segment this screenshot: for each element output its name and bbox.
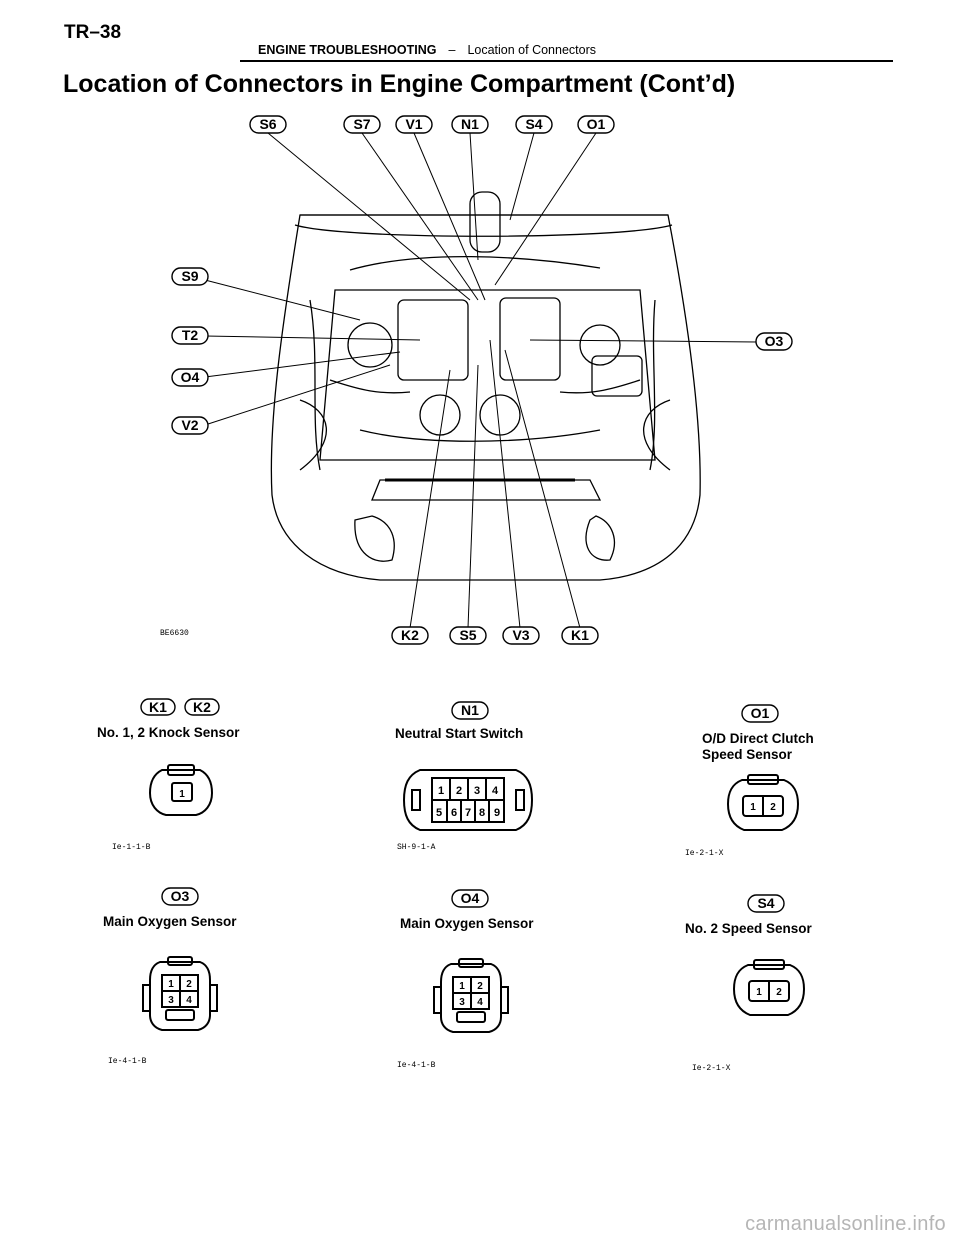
- connector-face: [148, 764, 214, 816]
- header-section: ENGINE TROUBLESHOOTING: [258, 43, 437, 57]
- figure-code: Ie-2-1-X: [692, 1064, 731, 1073]
- page-number: TR–38: [64, 22, 122, 43]
- header-subsection: Location of Connectors: [467, 43, 596, 57]
- pin-2: 2: [456, 785, 462, 797]
- pin-1: 1: [750, 802, 756, 813]
- connector-name: O/D Direct Clutch: [702, 731, 814, 746]
- pin-4: 4: [477, 997, 483, 1008]
- left-label-S9: S9: [171, 267, 209, 286]
- pin-2: 2: [770, 802, 776, 813]
- figure-code: Ie-2-1-X: [685, 849, 724, 858]
- pin-1: 1: [438, 785, 444, 797]
- connector-face: [402, 769, 534, 831]
- connector-code-k1: K1: [149, 699, 167, 715]
- label-V2-text: V2: [181, 417, 198, 433]
- label-O4-text: O4: [181, 369, 200, 385]
- label-S7-text: S7: [353, 116, 370, 132]
- connector-name: No. 2 Speed Sensor: [685, 921, 813, 936]
- pin-3: 3: [459, 997, 465, 1008]
- connector-n1: N1 Neutral Start Switch 1 2 3 4 5 6 7 8 …: [395, 701, 534, 852]
- label-V3-text: V3: [512, 627, 529, 643]
- connector-name: Neutral Start Switch: [395, 726, 523, 741]
- connector-face: [726, 774, 800, 831]
- left-label-V2: V2: [171, 416, 209, 435]
- bottom-label-K1: K1: [561, 626, 599, 645]
- label-N1-text: N1: [461, 116, 479, 132]
- connector-name-line2: Speed Sensor: [702, 747, 793, 762]
- figure-code: Ie-4-1-B: [108, 1057, 147, 1066]
- label-T2-text: T2: [182, 327, 199, 343]
- figure-code: Ie-1-1-B: [112, 843, 151, 852]
- top-label-S6: S6: [249, 115, 287, 134]
- label-O1-text: O1: [587, 116, 606, 132]
- connector-k1-k2: K1 K2 No. 1, 2 Knock Sensor 1 Ie-1-1-B: [97, 698, 240, 852]
- connector-o4: O4 Main Oxygen Sensor 1 2 3 4 Ie-4-1-B: [397, 889, 534, 1070]
- connector-code-o4: O4: [461, 890, 480, 906]
- left-label-O4: O4: [171, 368, 209, 387]
- connector-name: Main Oxygen Sensor: [400, 916, 534, 931]
- connector-o1: O1 O/D Direct Clutch Speed Sensor 1 2 Ie…: [685, 704, 814, 858]
- connector-face: [142, 956, 218, 1031]
- label-V1-text: V1: [405, 116, 422, 132]
- pin-5: 5: [436, 807, 442, 819]
- label-S6-text: S6: [259, 116, 276, 132]
- connector-face: [732, 959, 806, 1016]
- pin-1: 1: [179, 789, 185, 800]
- connector-face: [433, 958, 509, 1033]
- right-label-O3: O3: [755, 332, 793, 351]
- bottom-label-V3: V3: [502, 626, 540, 645]
- pin-1: 1: [459, 981, 465, 992]
- page-title: Location of Connectors in Engine Compart…: [63, 70, 736, 98]
- connector-code-o1: O1: [751, 705, 770, 721]
- top-label-N1: N1: [451, 115, 489, 134]
- running-header: ENGINE TROUBLESHOOTING–Location of Conne…: [258, 43, 596, 57]
- pin-9: 9: [494, 807, 500, 819]
- pin-2: 2: [186, 979, 192, 990]
- pin-4: 4: [186, 995, 192, 1006]
- connector-name: Main Oxygen Sensor: [103, 914, 237, 929]
- pin-1: 1: [756, 987, 762, 998]
- bottom-label-S5: S5: [449, 626, 487, 645]
- diagram-code: BE6630: [160, 629, 189, 638]
- pin-7: 7: [465, 807, 471, 819]
- connector-code-k2: K2: [193, 699, 211, 715]
- watermark: carmanualsonline.info: [745, 1213, 946, 1235]
- figure-code: SH-9-1-A: [397, 843, 436, 852]
- label-K1-text: K1: [571, 627, 589, 643]
- top-label-V1: V1: [395, 115, 433, 134]
- label-O3-text: O3: [765, 333, 784, 349]
- connector-name: No. 1, 2 Knock Sensor: [97, 725, 240, 740]
- pin-1: 1: [168, 979, 174, 990]
- pin-2: 2: [477, 981, 483, 992]
- connector-s4: S4 No. 2 Speed Sensor 1 2 Ie-2-1-X: [685, 894, 813, 1073]
- pin-3: 3: [168, 995, 174, 1006]
- connector-code-o3: O3: [171, 888, 190, 904]
- connector-o3: O3 Main Oxygen Sensor 1 2 3 4 Ie-4-1-B: [103, 887, 237, 1066]
- connector-code-n1: N1: [461, 702, 479, 718]
- left-label-T2: T2: [171, 326, 209, 345]
- label-S4-text: S4: [525, 116, 542, 132]
- top-label-S4: S4: [515, 115, 553, 134]
- pin-2: 2: [776, 987, 782, 998]
- label-K2-text: K2: [401, 627, 419, 643]
- pin-6: 6: [451, 807, 457, 819]
- engine-drawing: [270, 191, 701, 581]
- pin-8: 8: [479, 807, 485, 819]
- label-S5-text: S5: [459, 627, 476, 643]
- top-label-O1: O1: [577, 115, 615, 134]
- leader-lines: [204, 132, 758, 629]
- label-S9-text: S9: [181, 268, 198, 284]
- figure-code: Ie-4-1-B: [397, 1061, 436, 1070]
- pin-4: 4: [492, 785, 499, 797]
- bottom-label-K2: K2: [391, 626, 429, 645]
- top-label-S7: S7: [343, 115, 381, 134]
- header-rule: [240, 60, 893, 62]
- header-separator: –: [448, 43, 456, 57]
- pin-3: 3: [474, 785, 480, 797]
- connector-code-s4: S4: [757, 895, 774, 911]
